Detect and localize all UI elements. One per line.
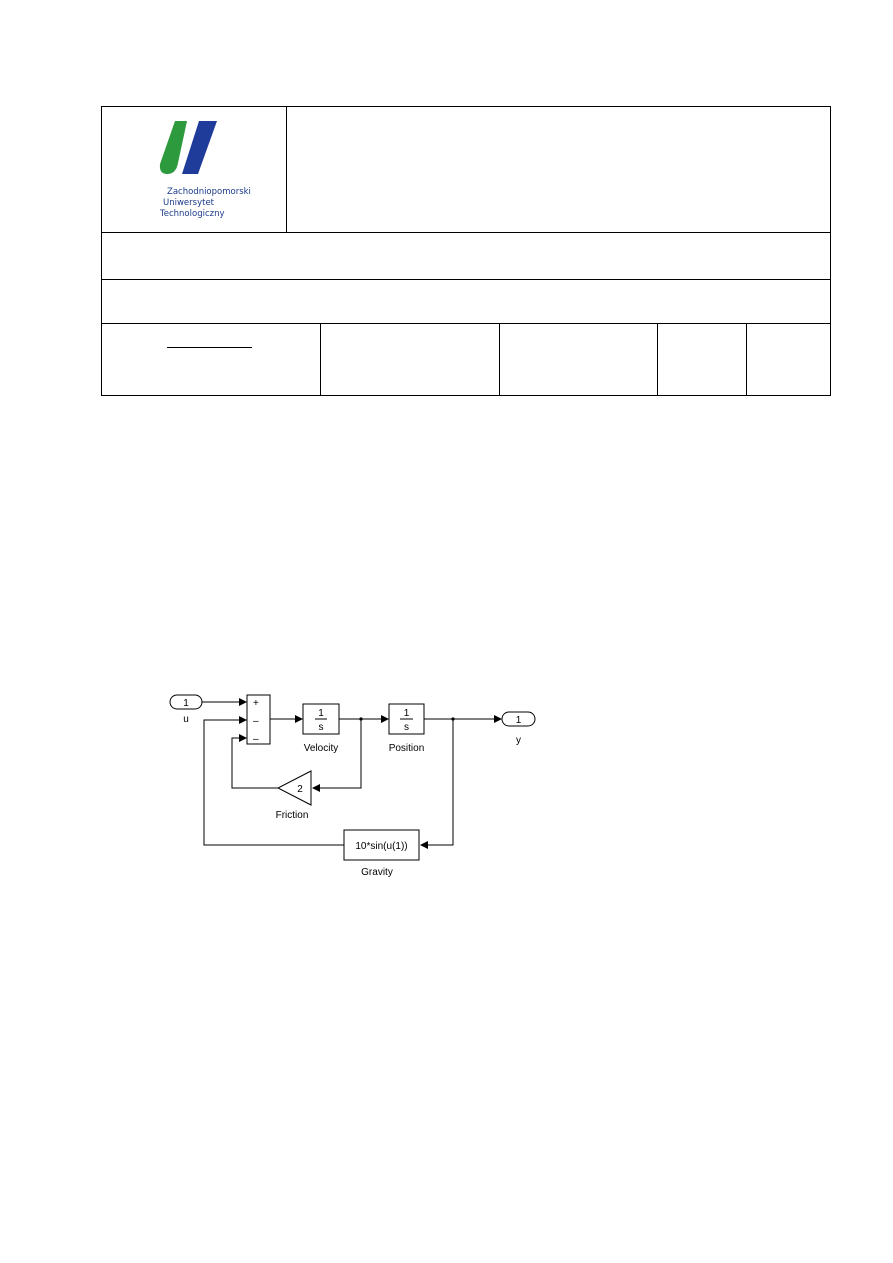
inport-number: 1 — [183, 698, 189, 709]
info-cell-4 — [658, 324, 747, 396]
position-denominator: s — [404, 722, 409, 733]
velocity-label: Velocity — [304, 743, 338, 754]
outport-number: 1 — [516, 715, 522, 726]
inport-label: u — [183, 714, 189, 725]
velocity-integrator: 1 s Velocity — [302, 703, 340, 754]
signal-gravity-to-sum — [203, 716, 344, 846]
logo-text-line: Uniwersytet — [163, 198, 214, 208]
info-cell-3 — [500, 324, 658, 396]
header-row-logo: Zachodniopomorski Uniwersytet Technologi… — [102, 107, 830, 233]
signal-position-to-gravity — [420, 719, 454, 849]
position-label: Position — [389, 743, 425, 754]
position-numerator: 1 — [404, 708, 410, 719]
velocity-denominator: s — [319, 722, 324, 733]
info-cell-5 — [747, 324, 830, 396]
outport-label: y — [516, 735, 521, 746]
title-cell — [287, 107, 830, 232]
header-row-4 — [102, 324, 830, 396]
signal-friction-to-sum — [231, 734, 278, 789]
position-integrator: 1 s Position — [388, 703, 425, 754]
velocity-numerator: 1 — [318, 708, 324, 719]
friction-gain: 2 Friction — [276, 770, 312, 821]
logo-cell: Zachodniopomorski Uniwersytet Technologi… — [102, 107, 287, 232]
gravity-fcn-block: 10*sin(u(1)) Gravity — [343, 829, 420, 878]
signal-velocity-to-friction — [312, 719, 362, 792]
sum-sign: – — [253, 734, 259, 745]
gravity-expression: 10*sin(u(1)) — [355, 841, 407, 852]
info-cell-2 — [321, 324, 500, 396]
logo-blue-shape — [182, 121, 217, 174]
signature-cell — [102, 324, 321, 396]
sum-sign: – — [253, 716, 259, 727]
gravity-label: Gravity — [361, 867, 393, 878]
header-row-2 — [102, 233, 830, 280]
logo-text-line: Technologiczny — [160, 209, 225, 219]
inport-u: 1 u — [169, 694, 203, 725]
header-row-3 — [102, 280, 830, 324]
signature-line — [167, 347, 252, 348]
friction-gain-value: 2 — [297, 784, 303, 795]
sum-block: + – – — [246, 694, 271, 745]
logo-text-line: Zachodniopomorski — [167, 187, 251, 197]
simulink-diagram: 1 u + – – 1 s Velocity 1 s Position 1 y … — [169, 694, 536, 878]
sum-sign: + — [253, 698, 259, 709]
logo-green-shape — [159, 121, 187, 174]
logo-text: Zachodniopomorski Uniwersytet Technologi… — [160, 187, 251, 220]
friction-label: Friction — [276, 810, 309, 821]
header-table: Zachodniopomorski Uniwersytet Technologi… — [101, 106, 831, 396]
outport-y: 1 y — [501, 711, 536, 746]
zut-logo-icon — [159, 121, 217, 174]
